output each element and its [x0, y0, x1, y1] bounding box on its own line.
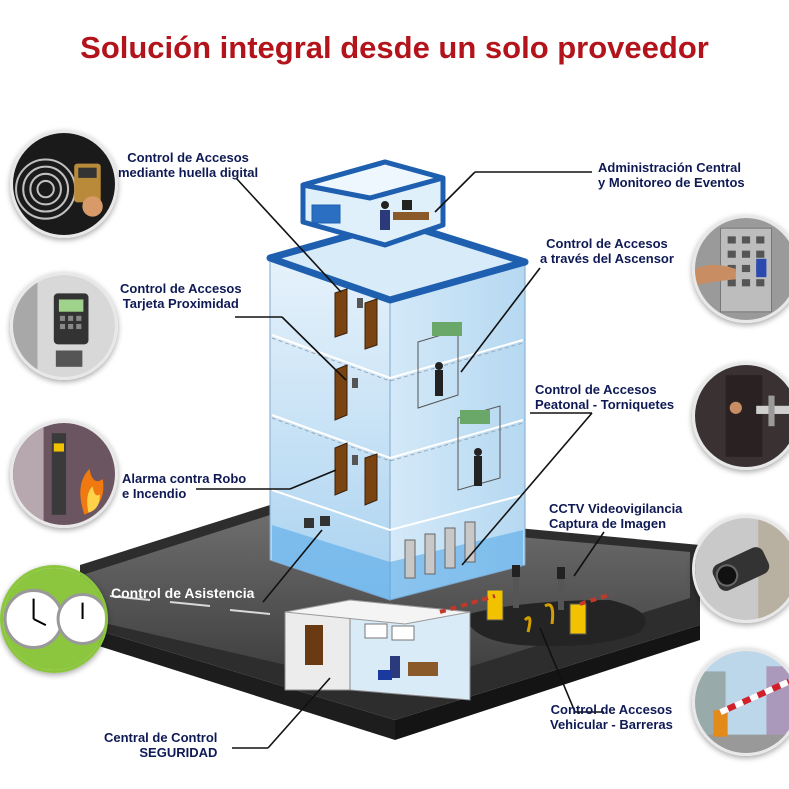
label-cctv: CCTV Videovigilancia Captura de Imagen — [549, 501, 682, 531]
label-admin-line2: y Monitoreo de Eventos — [598, 175, 745, 190]
penthouse-admin-room — [300, 159, 446, 248]
label-ascensor-line1: Control de Accesos — [546, 236, 668, 251]
label-huella-line2: mediante huella digital — [118, 165, 259, 180]
label-asistencia-line1: Control de Asistencia — [111, 585, 255, 601]
label-tarjeta-line2: Tarjeta Proximidad — [122, 296, 239, 311]
label-central: Central de Control SEGURIDAD — [104, 730, 217, 760]
label-central-line1: Central de Control — [104, 730, 218, 745]
clock-icon — [0, 565, 108, 673]
label-admin-line1: Administración Central — [598, 160, 742, 175]
turnstile-icon — [692, 362, 789, 470]
label-peatonal-line2: Peatonal - Torniquetes — [535, 397, 675, 412]
label-peatonal-line1: Control de Accesos — [535, 382, 657, 397]
fire-alarm-icon — [10, 420, 118, 528]
label-alarma-line1: Alarma contra Robo — [122, 471, 247, 486]
label-tarjeta: Control de Accesos Tarjeta Proximidad — [120, 281, 242, 311]
label-huella: Control de Accesos mediante huella digit… — [118, 150, 258, 180]
label-cctv-line2: Captura de Imagen — [549, 516, 667, 531]
label-alarma-line2: e Incendio — [122, 486, 187, 501]
building — [266, 218, 529, 601]
label-central-line2: SEGURIDAD — [139, 745, 218, 760]
vehicle-barrier-icon — [692, 648, 789, 756]
label-vehicular-line1: Control de Accesos — [550, 702, 673, 717]
parking-barriers — [439, 565, 613, 635]
label-vehicular-line2: Vehicular - Barreras — [550, 717, 673, 732]
elevator-keypad-icon — [692, 215, 789, 323]
label-ascensor: Control de Accesos a través del Ascensor — [540, 236, 674, 266]
label-asistencia: Control de Asistencia — [111, 586, 254, 601]
label-admin: Administración Central y Monitoreo de Ev… — [598, 160, 745, 190]
label-tarjeta-line1: Control de Accesos — [120, 281, 242, 296]
connector-lines — [196, 171, 605, 749]
cctv-camera-icon — [692, 515, 789, 623]
label-vehicular: Control de Accesos Vehicular - Barreras — [550, 702, 673, 732]
security-room — [284, 599, 471, 701]
label-huella-line1: Control de Accesos — [127, 150, 249, 165]
label-ascensor-line2: a través del Ascensor — [540, 251, 674, 266]
proximity-card-reader-icon — [10, 272, 118, 380]
fingerprint-reader-icon — [10, 130, 118, 238]
label-cctv-line1: CCTV Videovigilancia — [549, 501, 683, 516]
label-peatonal: Control de Accesos Peatonal - Torniquete… — [535, 382, 674, 412]
label-alarma: Alarma contra Robo e Incendio — [122, 471, 246, 501]
page-title: Solución integral desde un solo proveedo… — [80, 30, 709, 65]
